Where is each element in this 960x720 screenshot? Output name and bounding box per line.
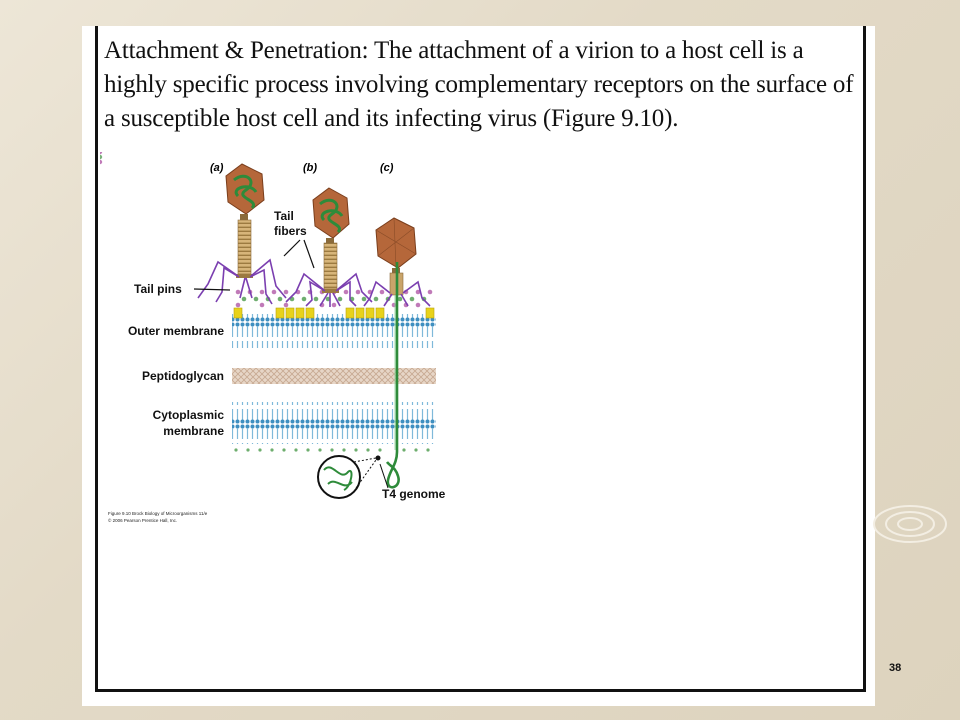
surface-receptors xyxy=(100,152,103,165)
label-t4-genome: T4 genome xyxy=(382,487,446,501)
cytoplasmic-lower-dots xyxy=(234,448,430,452)
panel-label-a: (a) xyxy=(210,162,224,174)
phage-a-dna xyxy=(233,174,258,210)
phage-a-tail xyxy=(237,219,252,275)
phage-b-tail xyxy=(323,242,338,290)
slide-body-text: Attachment & Penetration: The attachment… xyxy=(104,37,854,132)
panel-label-c: (c) xyxy=(380,162,394,174)
slide-number: 38 xyxy=(889,662,902,674)
figure-credit-line2: © 2006 Pearson Prentice Hall, Inc. xyxy=(108,517,177,523)
panel-label-b: (b) xyxy=(303,162,317,174)
slide-panel xyxy=(82,26,875,706)
cytoplasmic-membrane-band xyxy=(232,402,436,444)
phage-a xyxy=(197,163,287,305)
tail-pins-pointer xyxy=(193,288,231,291)
phage-attachment-figure: (a) (b) (c) xyxy=(100,152,446,523)
phage-b-tail-fibers xyxy=(285,272,373,307)
slide-frame xyxy=(95,26,866,692)
phage-c-tail-fibers xyxy=(363,280,431,307)
phage-b-dna xyxy=(319,198,344,234)
t4-genome-pointer xyxy=(379,463,389,489)
label-tail-pins: Tail pins xyxy=(134,282,182,296)
label-cytoplasmic-line1: Cytoplasmic xyxy=(153,408,225,422)
ripple-decoration xyxy=(873,505,947,543)
label-tail-fibers-line1: Tail xyxy=(274,209,294,223)
label-tail-fibers-line2: fibers xyxy=(274,224,307,238)
phage-a-tail-fibers xyxy=(197,258,287,305)
label-cytoplasmic-line2: membrane xyxy=(163,424,224,438)
phage-b xyxy=(285,187,373,307)
figure-credit-line1: Figure 9.10 Brock Biology of Microorgani… xyxy=(108,511,208,516)
tail-fibers-pointers xyxy=(283,239,315,269)
label-peptidoglycan: Peptidoglycan xyxy=(142,369,224,383)
label-outer-membrane: Outer membrane xyxy=(128,324,224,338)
phage-c xyxy=(363,217,431,489)
receptor-proteins xyxy=(233,307,435,319)
outer-membrane-band xyxy=(232,314,436,348)
genome-zoom xyxy=(317,455,381,499)
phage-c-genome-strand xyxy=(385,262,400,489)
peptidoglycan-band xyxy=(232,368,436,384)
